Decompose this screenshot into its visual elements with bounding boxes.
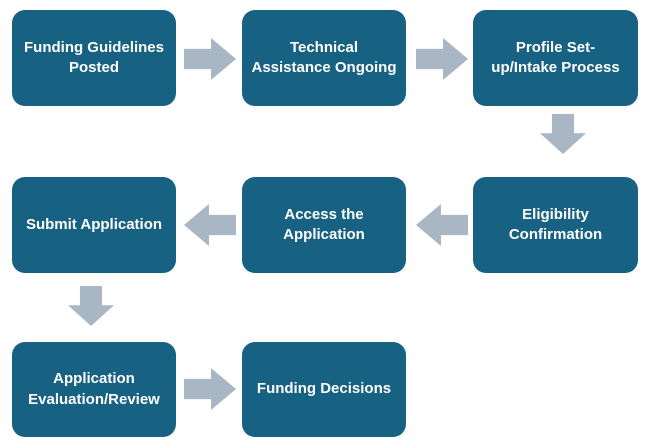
flow-step-technical-assistance-ongoing: Technical Assistance Ongoing [242, 10, 406, 106]
flow-step-profile-setup-intake-process: Profile Set- up/Intake Process [473, 10, 638, 106]
flow-step-eligibility-confirmation: Eligibility Confirmation [473, 177, 638, 273]
arrow-right-icon [416, 38, 468, 80]
flow-step-access-the-application: Access the Application [242, 177, 406, 273]
arrow-down-icon [68, 286, 114, 326]
arrow-right-icon [184, 38, 236, 80]
flow-step-funding-decisions: Funding Decisions [242, 342, 406, 437]
arrow-left-icon [416, 204, 468, 246]
flow-step-application-evaluation-review: Application Evaluation/Review [12, 342, 176, 437]
arrow-down-icon [540, 114, 586, 154]
flow-step-funding-guidelines-posted: Funding Guidelines Posted [12, 10, 176, 106]
arrow-left-icon [184, 204, 236, 246]
arrow-right-icon [184, 368, 236, 410]
flow-step-submit-application: Submit Application [12, 177, 176, 273]
